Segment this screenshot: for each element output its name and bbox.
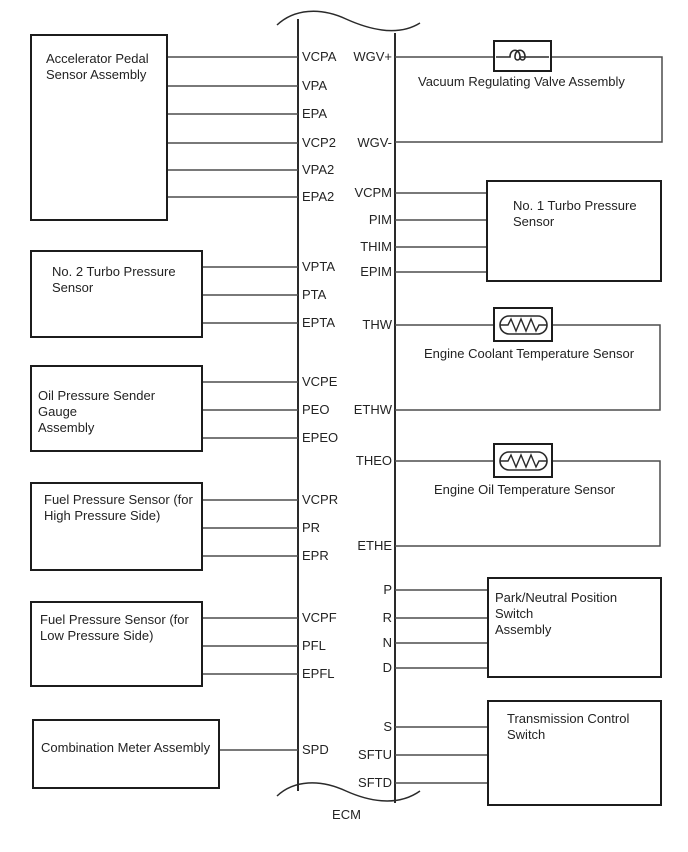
pin-epta: EPTA: [302, 315, 335, 330]
pin-theo: THEO: [355, 453, 392, 468]
wires-right: [395, 192, 487, 784]
pin-pim: PIM: [368, 212, 392, 227]
ecm-caption: ECM: [332, 807, 361, 822]
pin-sftd: SFTD: [358, 775, 392, 790]
component-label: Fuel Pressure Sensor (for Low Pressure S…: [40, 612, 189, 643]
pin-epeo: EPEO: [302, 430, 339, 445]
pin-wgv-plus: WGV+: [353, 49, 392, 64]
pin-ethw: ETHW: [353, 402, 392, 417]
component-label: Fuel Pressure Sensor (for High Pressure …: [44, 492, 193, 523]
pin-epa: EPA: [302, 106, 328, 121]
thermistor-icon: [493, 307, 553, 342]
component-box-transmission-control-switch: Transmission Control Switch: [487, 700, 662, 806]
pin-thim: THIM: [360, 239, 392, 254]
pin-epim: EPIM: [360, 264, 392, 279]
pin-wgv-minus: WGV-: [357, 135, 392, 150]
component-box-no2-turbo-pressure-sensor: No. 2 Turbo Pressure Sensor: [30, 250, 203, 338]
pin-vcpf: VCPF: [302, 610, 337, 625]
pin-vcpa: VCPA: [302, 49, 337, 64]
pin-vcp2: VCP2: [302, 135, 336, 150]
pin-pr: PR: [302, 520, 321, 535]
pin-vcpe: VCPE: [302, 374, 338, 389]
pin-s: S: [383, 719, 392, 734]
solenoid-coil-icon: [493, 40, 552, 72]
pin-sftu: SFTU: [358, 747, 392, 762]
component-label: No. 2 Turbo Pressure Sensor: [52, 264, 176, 295]
pin-pfl: PFL: [302, 638, 326, 653]
component-box-park-neutral-position-switch: Park/Neutral Position Switch Assembly: [487, 577, 662, 678]
pin-r: R: [382, 610, 392, 625]
component-box-accelerator-pedal-sensor: Accelerator Pedal Sensor Assembly: [30, 34, 168, 221]
component-label: Combination Meter Assembly: [41, 740, 211, 755]
component-label: Park/Neutral Position Switch Assembly: [495, 590, 618, 637]
pin-n: N: [382, 635, 392, 650]
pin-vpa2: VPA2: [302, 162, 335, 177]
pin-vpa: VPA: [302, 78, 328, 93]
thermistor-icon: [493, 443, 553, 478]
component-box-combination-meter: Combination Meter Assembly: [32, 719, 220, 789]
pin-spd: SPD: [302, 742, 329, 757]
pin-pta: PTA: [302, 287, 327, 302]
component-label-engine-coolant-temp-sensor: Engine Coolant Temperature Sensor: [424, 346, 635, 361]
component-label: Transmission Control Switch: [507, 711, 630, 742]
component-label: Oil Pressure Sender Gauge Assembly: [38, 388, 156, 435]
pin-vpta: VPTA: [302, 259, 335, 274]
component-label-vacuum-regulating-valve: Vacuum Regulating Valve Assembly: [418, 74, 625, 89]
component-box-oil-pressure-sender-gauge: Oil Pressure Sender Gauge Assembly: [30, 365, 203, 452]
pin-epr: EPR: [302, 548, 329, 563]
pin-vcpr: VCPR: [302, 492, 339, 507]
pin-vcpm: VCPM: [354, 185, 392, 200]
pin-thw: THW: [362, 317, 392, 332]
pin-peo: PEO: [302, 402, 330, 417]
component-box-fuel-pressure-sensor-low: Fuel Pressure Sensor (for Low Pressure S…: [30, 601, 203, 687]
ecm-band: [276, 10, 421, 803]
pin-epfl: EPFL: [302, 666, 335, 681]
pin-ethe: ETHE: [357, 538, 392, 553]
wires-left: [168, 56, 298, 751]
component-label-engine-oil-temp-sensor: Engine Oil Temperature Sensor: [434, 482, 616, 497]
pin-p: P: [383, 582, 392, 597]
pin-d: D: [382, 660, 392, 675]
pin-epa2: EPA2: [302, 189, 335, 204]
component-label: Accelerator Pedal Sensor Assembly: [46, 51, 149, 82]
component-box-no1-turbo-pressure-sensor: No. 1 Turbo Pressure Sensor: [486, 180, 662, 282]
component-label: No. 1 Turbo Pressure Sensor: [513, 198, 637, 229]
component-box-fuel-pressure-sensor-high: Fuel Pressure Sensor (for High Pressure …: [30, 482, 203, 571]
